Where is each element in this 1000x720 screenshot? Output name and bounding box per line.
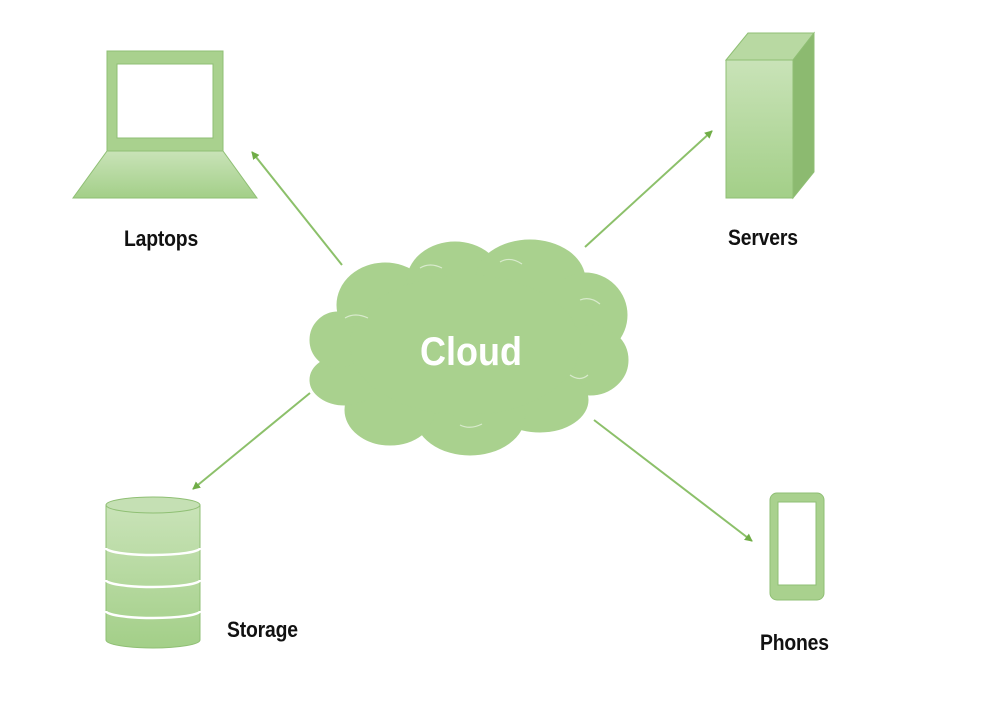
smartphone-icon [769, 492, 825, 601]
phones-label: Phones [760, 630, 829, 655]
server-tower-icon [724, 31, 816, 200]
arrow-to-laptops [251, 151, 343, 266]
arrow-to-phones [593, 419, 753, 542]
cloud-label: Cloud [420, 330, 522, 374]
database-icon [104, 496, 202, 649]
arrow-to-storage [192, 392, 311, 490]
servers-label: Servers [728, 225, 798, 250]
cloud-shape [309, 239, 629, 456]
laptops-label: Laptops [124, 226, 199, 251]
arrow-to-servers [584, 130, 713, 248]
storage-label: Storage [227, 617, 298, 642]
laptop-icon [72, 50, 258, 199]
